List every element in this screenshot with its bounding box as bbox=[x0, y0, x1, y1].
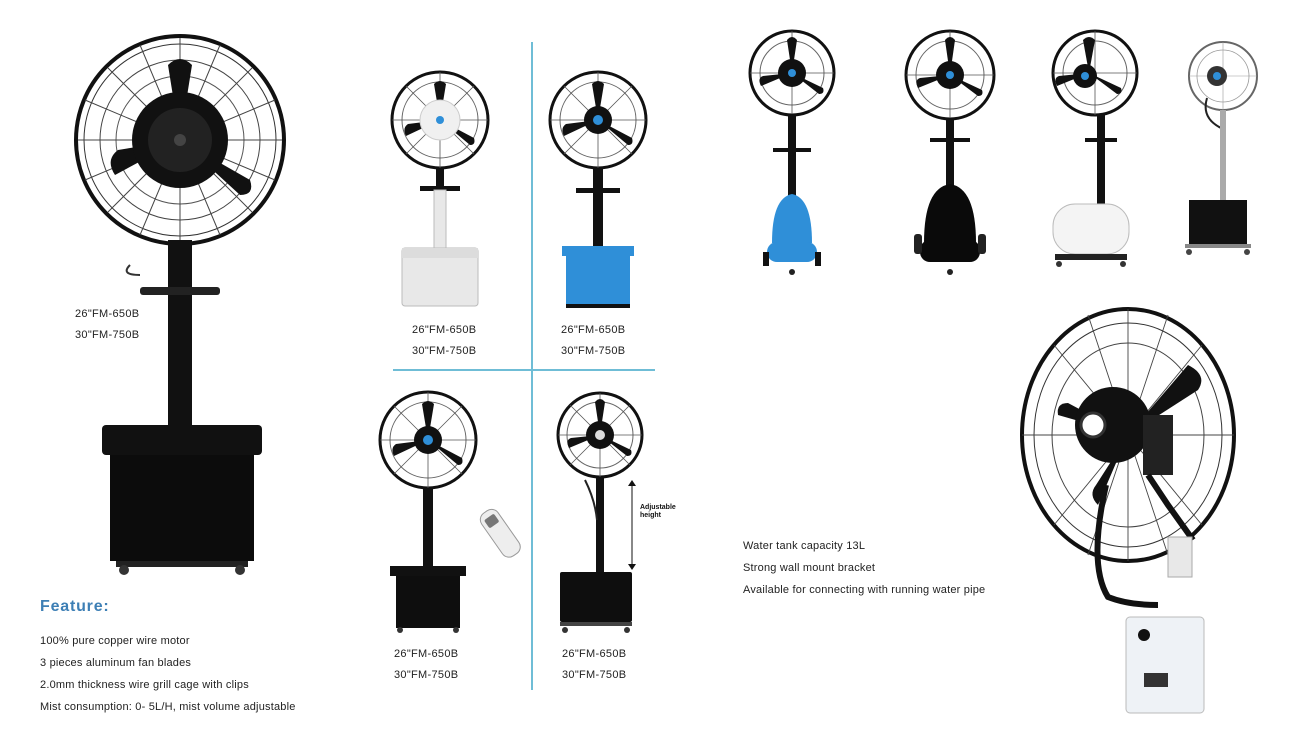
grid-model-list: 26"FM-650B 30"FM-750B bbox=[394, 644, 458, 686]
model-label: 26"FM-650B bbox=[75, 308, 140, 320]
wall-mount-fan-image bbox=[1020, 307, 1236, 714]
feature-list: 100% pure copper wire motor 3 pieces alu… bbox=[40, 630, 296, 718]
horizontal-divider bbox=[393, 369, 655, 371]
main-model-list: 26"FM-650B 30"FM-750B bbox=[75, 304, 139, 346]
feature-item: 2.0mm thickness wire grill cage with cli… bbox=[40, 679, 249, 691]
vertical-divider bbox=[531, 42, 533, 690]
model-label: 26"FM-650B bbox=[561, 324, 626, 336]
fan-adjustable-image bbox=[556, 391, 644, 633]
model-label: 26"FM-650B bbox=[412, 324, 477, 336]
model-label: 30"FM-750B bbox=[561, 345, 626, 357]
fan-white-tank-image bbox=[390, 70, 490, 307]
fan-blue-base-image bbox=[748, 29, 836, 275]
model-label: 30"FM-750B bbox=[394, 669, 459, 681]
model-label: 30"FM-750B bbox=[75, 329, 140, 341]
feature-title: Feature: bbox=[40, 598, 110, 615]
model-label: 30"FM-750B bbox=[562, 669, 627, 681]
fan-black-base-image bbox=[904, 29, 996, 275]
feature-item: 100% pure copper wire motor bbox=[40, 635, 190, 647]
grid-model-list: 26"FM-650B 30"FM-750B bbox=[561, 320, 625, 362]
adjustable-height-label: Adjustable height bbox=[640, 504, 676, 519]
wall-mount-feature-list: Water tank capacity 13L Strong wall moun… bbox=[743, 535, 985, 601]
model-label: 26"FM-650B bbox=[562, 648, 627, 660]
main-fan-image bbox=[74, 34, 286, 575]
height-arrow-icon bbox=[628, 480, 636, 570]
grid-model-list: 26"FM-650B 30"FM-750B bbox=[562, 644, 626, 686]
model-label: 26"FM-650B bbox=[394, 648, 459, 660]
grid-model-list: 26"FM-650B 30"FM-750B bbox=[412, 320, 476, 362]
wall-mount-item: Strong wall mount bracket bbox=[743, 562, 876, 574]
fan-blue-tank-image bbox=[548, 70, 648, 308]
fan-silver-tray-image bbox=[1185, 41, 1258, 255]
wall-mount-item: Water tank capacity 13L bbox=[743, 540, 866, 552]
feature-item: 3 pieces aluminum fan blades bbox=[40, 657, 192, 669]
fan-remote-image bbox=[378, 390, 521, 633]
model-label: 30"FM-750B bbox=[412, 345, 477, 357]
wall-mount-item: Available for connecting with running wa… bbox=[743, 584, 986, 596]
fan-white-tank-cart-image bbox=[1051, 29, 1139, 267]
feature-item: Mist consumption: 0- 5L/H, mist volume a… bbox=[40, 701, 296, 713]
